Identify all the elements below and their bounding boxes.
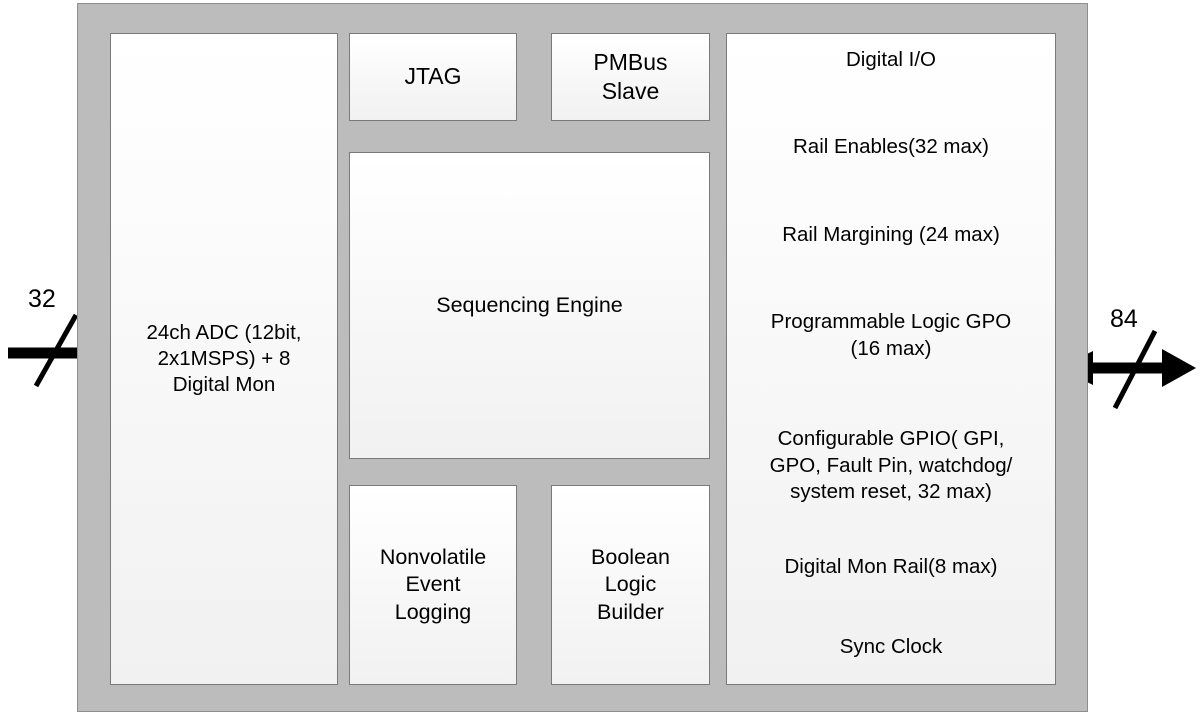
block-adc: 24ch ADC (12bit, 2x1MSPS) + 8 Digital Mo…	[110, 33, 338, 685]
block-digital-io-content: Digital I/O Rail Enables(32 max) Rail Ma…	[727, 34, 1055, 684]
digital-io-line-configurable-gpio: Configurable GPIO( GPI, GPO, Fault Pin, …	[769, 427, 1013, 504]
digital-io-line-programmable-logic-gpo: Programmable Logic GPO (16 max)	[770, 310, 1012, 360]
block-nonvolatile-event-logging: Nonvolatile Event Logging	[349, 485, 517, 685]
digital-io-line-sync-clock: Sync Clock	[839, 635, 943, 658]
block-boolean-logic-builder-label: Boolean Logic Builder	[591, 544, 670, 624]
block-boolean-logic-builder: Boolean Logic Builder	[551, 485, 710, 685]
block-jtag: JTAG	[349, 33, 517, 121]
digital-io-line-digital-mon-rail: Digital Mon Rail(8 max)	[784, 555, 998, 578]
block-adc-label: 24ch ADC (12bit, 2x1MSPS) + 8 Digital Mo…	[146, 320, 302, 397]
block-sequencing-engine-label: Sequencing Engine	[436, 292, 623, 317]
digital-io-line-rail-margining: Rail Margining (24 max)	[782, 223, 1000, 246]
digital-io-heading: Digital I/O	[846, 48, 936, 71]
digital-io-line-rail-enables: Rail Enables(32 max)	[793, 135, 989, 158]
block-pmbus-slave-label: PMBus Slave	[593, 48, 668, 104]
input-bus-left-count: 32	[28, 285, 56, 313]
block-nonvolatile-event-logging-label: Nonvolatile Event Logging	[379, 544, 487, 624]
block-digital-io: Digital I/O Rail Enables(32 max) Rail Ma…	[726, 33, 1056, 685]
block-sequencing-engine: Sequencing Engine	[349, 152, 710, 459]
block-pmbus-slave: PMBus Slave	[551, 33, 710, 121]
io-bus-right-count: 84	[1110, 305, 1138, 333]
block-jtag-label: JTAG	[404, 63, 462, 90]
